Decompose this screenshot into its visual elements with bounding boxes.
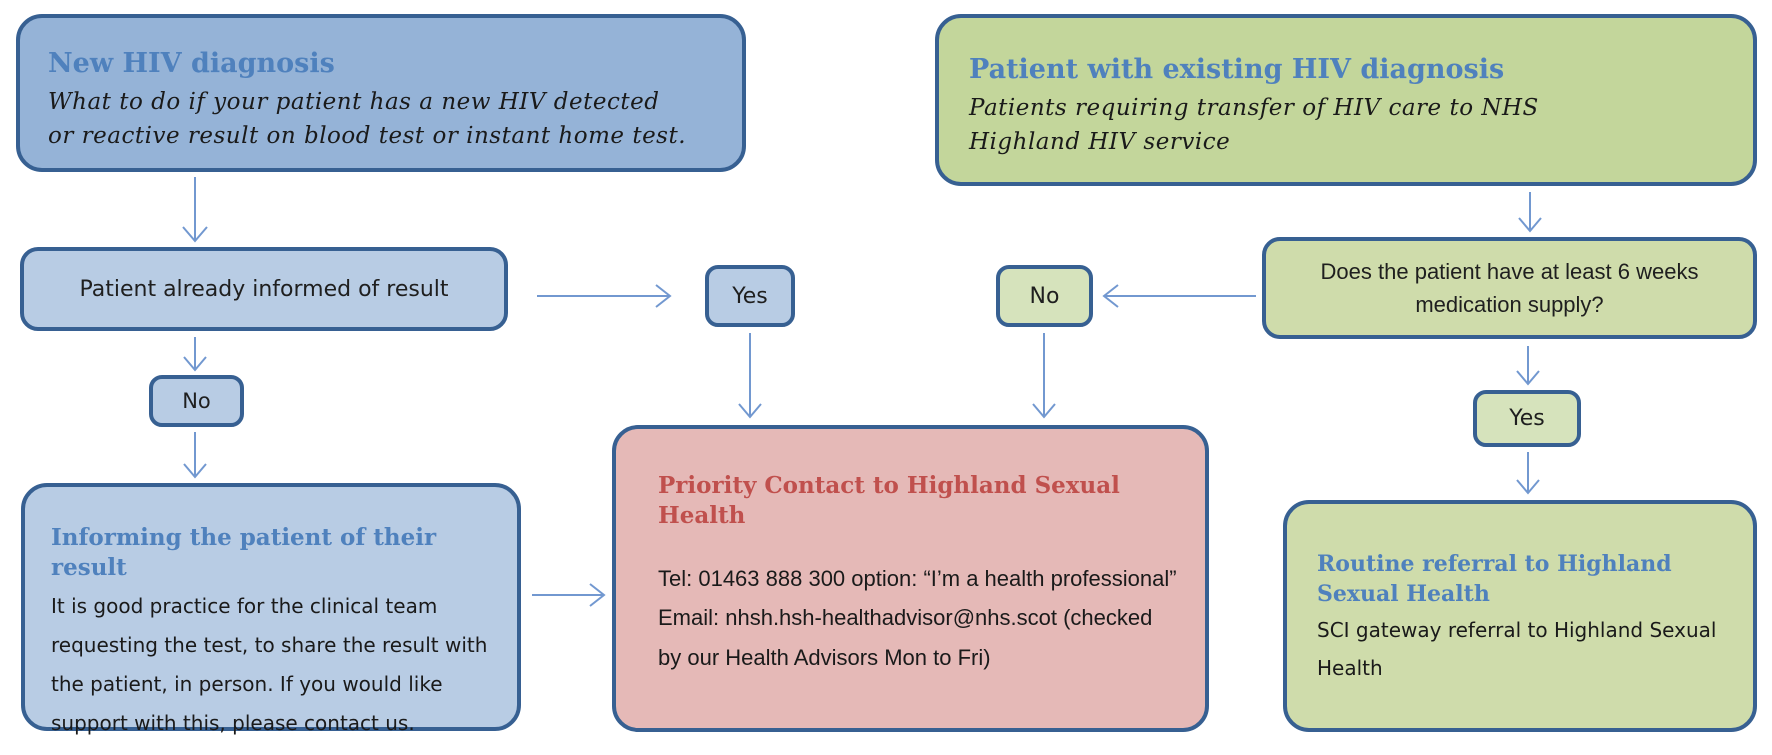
informing-patient-title: Informing the patient of their result	[51, 524, 437, 581]
informed-yes-label: Yes	[732, 283, 768, 309]
arrow-informed-to-no	[183, 337, 207, 372]
supply-no-node: No	[996, 265, 1093, 327]
new-hiv-diagnosis-title: New HIV diagnosis	[48, 48, 335, 79]
routine-referral-body: SCI gateway referral to Highland Sexual …	[1317, 618, 1717, 681]
arrow-informed-to-yes	[537, 284, 672, 308]
arrow-existing-to-question	[1518, 192, 1542, 233]
arrow-new-to-informed	[182, 177, 208, 243]
arrow-question-to-no	[1102, 284, 1256, 308]
informed-yes-node: Yes	[705, 265, 795, 327]
arrow-informing-to-priority	[532, 583, 606, 607]
arrow-question-to-yes	[1516, 346, 1540, 386]
informing-patient-body: It is good practice for the clinical tea…	[51, 593, 488, 735]
supply-no-label: No	[1029, 283, 1060, 309]
routine-referral-box: Routine referral to Highland Sexual Heal…	[1283, 500, 1757, 732]
existing-hiv-diagnosis-title: Patient with existing HIV diagnosis	[969, 54, 1505, 85]
informing-patient-box: Informing the patient of their result It…	[21, 483, 521, 735]
patient-informed-node: Patient already informed of result	[20, 247, 508, 331]
supply-yes-node: Yes	[1473, 390, 1581, 447]
informed-no-label: No	[182, 389, 211, 413]
existing-hiv-diagnosis-subtitle: Patients requiring transfer of HIV care …	[969, 95, 1539, 155]
medication-supply-question-label: Does the patient have at least 6 weeks m…	[1320, 259, 1699, 317]
priority-contact-box: Priority Contact to Highland Sexual Heal…	[612, 425, 1209, 732]
arrow-no-to-informing	[183, 432, 207, 479]
priority-contact-email: Email: nhsh.hsh-healthadvisor@nhs.scot (…	[658, 605, 1153, 670]
new-hiv-diagnosis-box: New HIV diagnosis What to do if your pat…	[16, 14, 746, 172]
supply-yes-label: Yes	[1509, 406, 1545, 431]
priority-contact-tel: Tel: 01463 888 300 option: “I’m a health…	[658, 565, 1177, 591]
routine-referral-title: Routine referral to Highland Sexual Heal…	[1317, 551, 1672, 607]
arrow-yes-to-routine	[1516, 452, 1540, 495]
priority-contact-title: Priority Contact to Highland Sexual Heal…	[658, 472, 1120, 529]
arrow-nogreen-to-priority	[1032, 333, 1056, 419]
existing-hiv-diagnosis-box: Patient with existing HIV diagnosis Pati…	[935, 14, 1757, 186]
patient-informed-label: Patient already informed of result	[79, 276, 449, 302]
arrow-yes-to-priority	[738, 333, 762, 419]
informed-no-node: No	[149, 375, 244, 427]
medication-supply-question-node: Does the patient have at least 6 weeks m…	[1262, 237, 1757, 339]
new-hiv-diagnosis-subtitle: What to do if your patient has a new HIV…	[48, 89, 687, 149]
